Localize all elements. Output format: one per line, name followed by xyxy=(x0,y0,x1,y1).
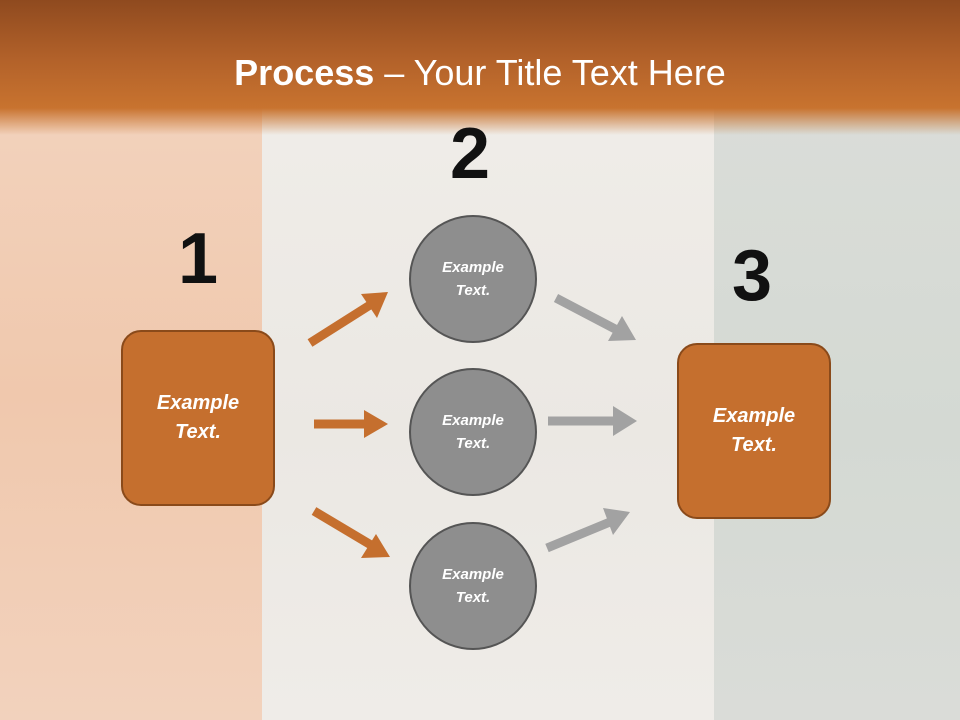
step-number-2: 2 xyxy=(450,114,491,194)
circle-bottom-line2: Text. xyxy=(455,589,491,606)
arrow-left-to-top xyxy=(307,292,388,347)
slide-title: Process – Your Title Text Here xyxy=(0,52,960,94)
arrow-bottom-to-right xyxy=(545,508,630,553)
left-box-line2: Text. xyxy=(175,421,221,443)
circle-middle-line1: Example xyxy=(442,412,504,429)
step-number-1: 1 xyxy=(178,219,219,299)
arrow-middle-to-right xyxy=(548,406,637,436)
circle-bottom-line1: Example xyxy=(442,566,504,583)
arrow-top-to-right xyxy=(553,294,636,341)
header-band xyxy=(0,0,960,135)
step-number-3: 3 xyxy=(732,236,773,316)
circle-top-line1: Example xyxy=(442,259,504,276)
arrow-left-to-middle xyxy=(314,410,388,438)
right-box-line1: Example xyxy=(712,405,796,427)
title-rest: – Your Title Text Here xyxy=(374,52,726,93)
title-bold: Process xyxy=(234,52,375,93)
left-box-line1: Example xyxy=(156,392,240,414)
circle-top-line2: Text. xyxy=(455,282,491,299)
circle-middle-line2: Text. xyxy=(455,435,491,452)
arrow-left-to-bottom xyxy=(311,507,390,558)
right-box-line2: Text. xyxy=(731,434,777,456)
